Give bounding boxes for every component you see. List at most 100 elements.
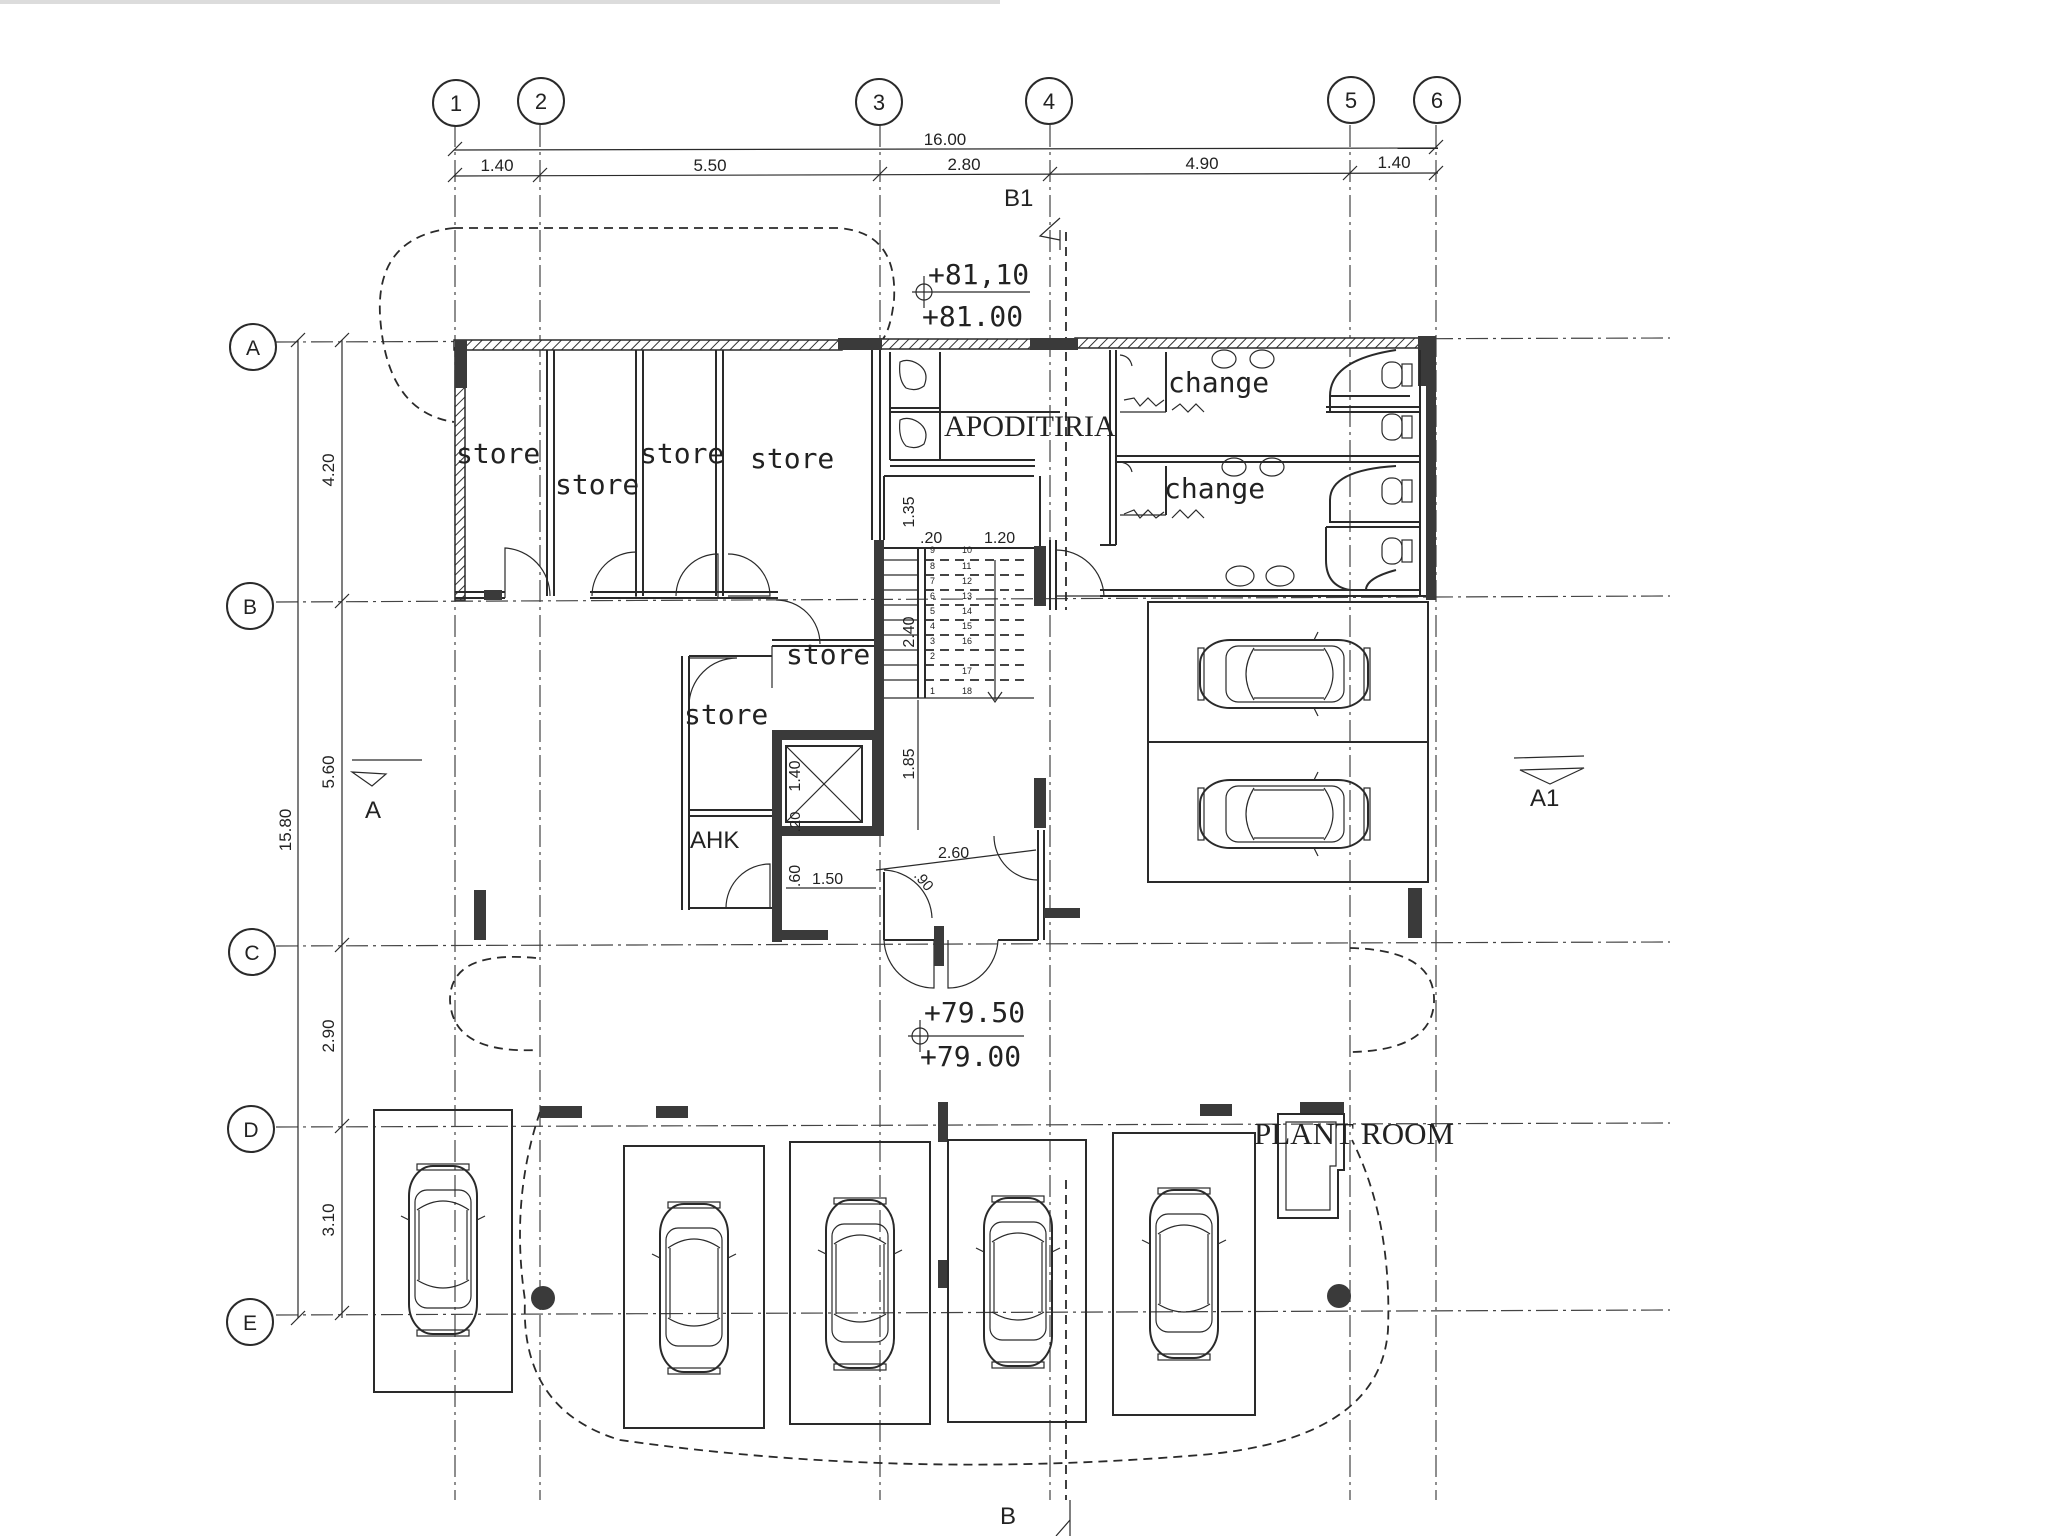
overhang-outlines [379,227,1435,1500]
section-markers: B1 B A A1 [349,185,1585,1536]
room-store-2: store [555,468,639,501]
dim-lift-1-40: 1.40 [787,760,804,791]
car-lower-5 [1141,1187,1227,1361]
stair-step-5: 5 [930,606,935,616]
stair-step-14: 14 [962,606,972,616]
dim-top-3: 2.80 [947,155,980,174]
room-change-2: change [1164,472,1265,505]
level-upper-1: +81,10 [928,258,1029,291]
stair-step-9: 9 [930,545,935,555]
dim-top-2: 5.50 [693,156,726,175]
dim-stair-1-20: 1.20 [984,530,1015,547]
stair-step-1: 1 [930,686,935,696]
plant-room-box [1277,1113,1345,1219]
column-bubble-1: 1 [432,79,480,127]
parking-upper [1147,601,1429,883]
car-upper-1 [1198,632,1370,716]
top-dimension-chain: 16.00 1.40 5.50 2.80 4.90 1.40 [447,130,1444,183]
dim-left-3: 2.90 [319,1019,338,1052]
svg-text:1: 1 [450,91,462,116]
svg-text:5: 5 [1345,88,1357,113]
stair-step-3: 3 [930,636,935,646]
staircase: 9 8 7 6 5 4 3 2 1 10 11 12 13 14 15 16 1… [874,475,1046,830]
dim-top-5: 1.40 [1377,153,1410,172]
column-piers [474,888,1422,1310]
room-store-1: store [456,437,540,470]
stair-step-13: 13 [962,591,972,601]
svg-text:C: C [244,942,259,965]
room-labels: store store store store store store APOD… [456,366,1454,1151]
room-store-6: store [684,698,768,731]
section-b-label: B [1000,1503,1016,1530]
row-bubble-a: A [229,323,277,371]
stair-step-11: 11 [962,561,971,571]
dim-lobby-2-60: 2.60 [938,845,969,862]
dim-top-1: 1.40 [480,156,513,175]
dim-stair-2-40: 2.40 [901,616,918,647]
dim-door-0-90: .90 [910,868,936,895]
svg-text:A: A [246,337,260,360]
row-bubble-d: D [227,1105,275,1153]
svg-text:4: 4 [1043,89,1055,114]
row-bubble-b: B [226,582,274,630]
column-bubble-5: 5 [1327,76,1375,124]
dim-top-4: 4.90 [1185,154,1218,173]
stair-step-15: 15 [962,621,972,631]
stair-step-18: 18 [962,686,972,696]
room-store-3: store [640,437,724,470]
svg-text:E: E [243,1312,257,1335]
column-bubble-6: 6 [1413,76,1461,124]
room-plant-room: PLANT ROOM [1254,1116,1454,1151]
car-lower-3 [817,1197,903,1371]
dim-left-1: 4.20 [319,453,338,486]
car-lower-2 [651,1201,737,1375]
stair-step-12: 12 [962,576,972,586]
top-fringe [0,0,1000,4]
dim-left-4: 3.10 [319,1203,338,1236]
level-lower-2: +79.00 [920,1040,1021,1073]
svg-text:3: 3 [873,90,885,115]
level-upper-2: +81.00 [922,300,1023,333]
stair-step-2: 2 [930,651,935,661]
stair-step-4: 4 [930,621,935,631]
left-dimension-chain: 15.80 4.20 5.60 2.90 3.10 [276,332,350,1326]
car-lower-4 [975,1195,1061,1369]
dim-total-depth: 15.80 [276,809,295,852]
dim-stair-0-20-top: .20 [920,530,942,547]
dim-lift-0-60: .60 [787,865,804,887]
dim-total-width: 16.00 [924,130,967,149]
svg-text:6: 6 [1431,88,1443,113]
upper-block [453,336,1436,610]
stair-step-10: 10 [962,545,972,555]
car-upper-2 [1198,772,1370,856]
column-bubble-4: 4 [1025,77,1073,125]
room-ahk: AHK [690,827,739,854]
room-apoditiria: APODITIRIA [944,410,1116,443]
dim-left-2: 5.60 [319,755,338,788]
row-bubbles: A B C D E [226,323,277,1346]
level-markers: +81,10 +81.00 +79.50 +79.00 [908,258,1030,1073]
parking-lower [373,1109,1256,1429]
svg-text:D: D [243,1119,258,1142]
stair-step-16: 16 [962,636,972,646]
stair-step-6: 6 [930,591,935,601]
column-bubble-3: 3 [855,78,903,126]
room-change-1: change [1168,366,1269,399]
row-bubble-c: C [228,928,276,976]
section-a1-label: A1 [1530,785,1559,812]
room-store-5: store [786,638,870,671]
dim-stair-1-85: 1.85 [901,748,918,779]
dim-stair-1-35: 1.35 [901,496,918,527]
column-bubbles: 1 2 3 4 5 6 [432,76,1461,127]
stair-step-7: 7 [930,576,935,586]
room-store-4: store [750,442,834,475]
dim-lift-1-50: 1.50 [812,871,843,888]
svg-text:B: B [243,596,257,619]
dim-lift-0-20: .20 [787,812,804,833]
svg-text:2: 2 [535,89,547,114]
row-bubble-e: E [226,1298,274,1346]
core-block: 1.40 .20 .60 1.50 2.60 .90 [681,599,1080,989]
stair-step-8: 8 [930,561,935,571]
car-lower-1 [400,1163,486,1337]
section-b1-label: B1 [1004,185,1033,212]
